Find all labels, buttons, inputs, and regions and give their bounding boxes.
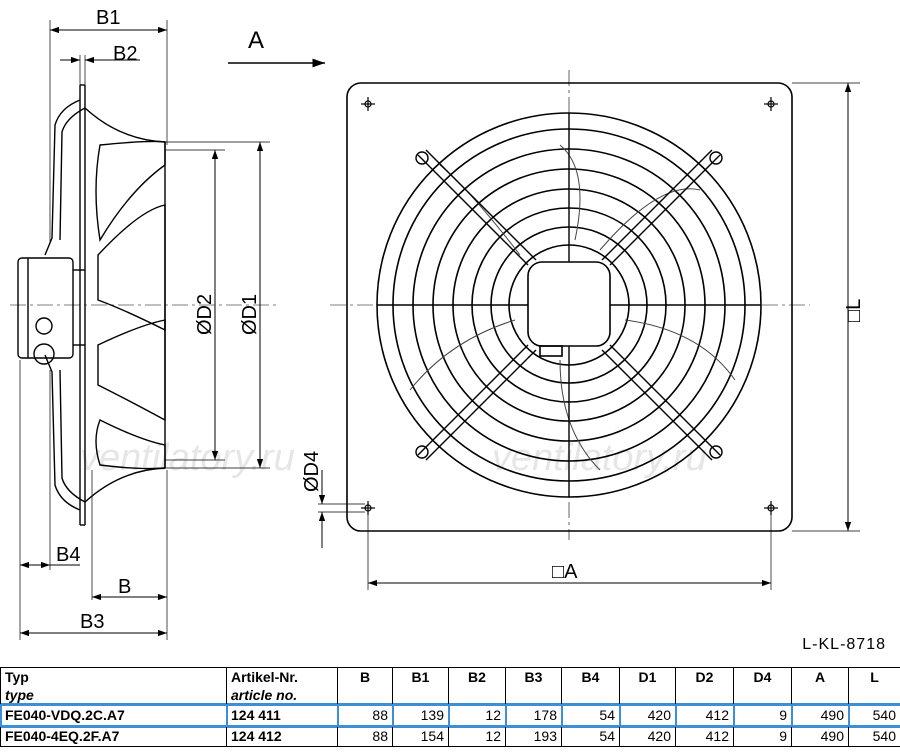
- side-view: [10, 20, 280, 640]
- watermark-left: ventilatory.ru: [80, 437, 295, 479]
- label-d2: ØD2: [194, 294, 216, 335]
- cell-art: 124 412: [226, 725, 338, 747]
- view-arrow-label: A: [248, 27, 264, 54]
- label-d1: ØD1: [239, 294, 261, 335]
- cell-b4: 54: [560, 703, 621, 727]
- cell-d1: 420: [618, 703, 677, 727]
- column-header-label: D2: [695, 669, 714, 685]
- cell-d4: 9: [732, 703, 793, 727]
- label-b4: B4: [56, 544, 80, 566]
- cell-b4: 54: [561, 725, 620, 747]
- cell-art: 124 411: [225, 703, 339, 727]
- cell-typ: FE040-VDQ.2C.A7: [0, 703, 228, 727]
- column-header-art: Artikel-Nr. article no.: [226, 667, 338, 705]
- column-header-label: B4: [581, 669, 600, 685]
- cell-b1: 139: [391, 703, 450, 727]
- cell-typ: FE040-4EQ.2F.A7: [0, 725, 227, 747]
- column-header-typ: Typ type: [0, 667, 227, 705]
- cell-a: 490: [790, 703, 850, 727]
- cell-b2: 12: [448, 725, 506, 747]
- label-b1: B1: [96, 7, 120, 29]
- label-d4: ØD4: [301, 451, 323, 492]
- cell-b1: 154: [392, 725, 449, 747]
- drawing-reference: L-KL-8718: [802, 636, 886, 653]
- spec-table: Typ type Artikel-Nr. article no. B B1 B2 B3 B4 D1…: [0, 667, 900, 747]
- column-header-label: Artikel-Nr.: [231, 669, 298, 685]
- column-header-b1: B1: [392, 667, 449, 705]
- column-header-b3: B3: [505, 667, 562, 705]
- column-header-d1: D1: [619, 667, 676, 705]
- column-header-b2: B2: [448, 667, 506, 705]
- technical-drawing: ventilatory.ru ventilatory.ru: [10, 7, 865, 640]
- column-header-label: L: [870, 669, 879, 685]
- cell-d4: 9: [733, 725, 792, 747]
- label-a: □A: [552, 561, 578, 583]
- cell-d2: 412: [675, 725, 734, 747]
- column-header-label: Typ: [5, 669, 29, 685]
- cell-d2: 412: [674, 703, 735, 727]
- table-header: Typ type Artikel-Nr. article no. B B1 B2 B3 B4 D1…: [0, 667, 900, 705]
- column-header-label: B: [359, 669, 371, 685]
- cell-d1: 420: [619, 725, 676, 747]
- cell-l: 540: [847, 703, 900, 727]
- cell-b2: 12: [447, 703, 507, 727]
- side-dimensions: [20, 26, 264, 637]
- label-b: B: [118, 576, 131, 598]
- column-header-label: D1: [638, 669, 657, 685]
- front-dimensions: [318, 82, 860, 590]
- cell-l: 540: [848, 725, 900, 747]
- label-b2: B2: [113, 43, 137, 65]
- column-header-b4: B4: [561, 667, 620, 705]
- cell-b3: 178: [504, 703, 563, 727]
- cell-b: 88: [336, 703, 394, 727]
- column-header-label: D4: [753, 669, 772, 685]
- column-header-sublabel: article no.: [231, 687, 298, 703]
- column-header-a: A: [791, 667, 849, 705]
- column-header-label: B2: [468, 669, 486, 685]
- view-arrow: A: [228, 27, 325, 68]
- cell-b: 88: [337, 725, 393, 747]
- cell-b3: 193: [505, 725, 562, 747]
- label-b3: B3: [80, 611, 104, 633]
- front-view: [330, 70, 810, 540]
- cell-a: 490: [791, 725, 849, 747]
- column-header-d4: D4: [733, 667, 792, 705]
- column-header-l: L: [848, 667, 900, 705]
- column-header-label: A: [814, 669, 826, 685]
- column-header-b: B: [337, 667, 393, 705]
- column-header-sublabel: type: [5, 687, 34, 703]
- label-l: □L: [843, 299, 865, 322]
- column-header-label: B3: [524, 669, 543, 685]
- column-header-label: B1: [411, 669, 430, 685]
- column-header-d2: D2: [675, 667, 734, 705]
